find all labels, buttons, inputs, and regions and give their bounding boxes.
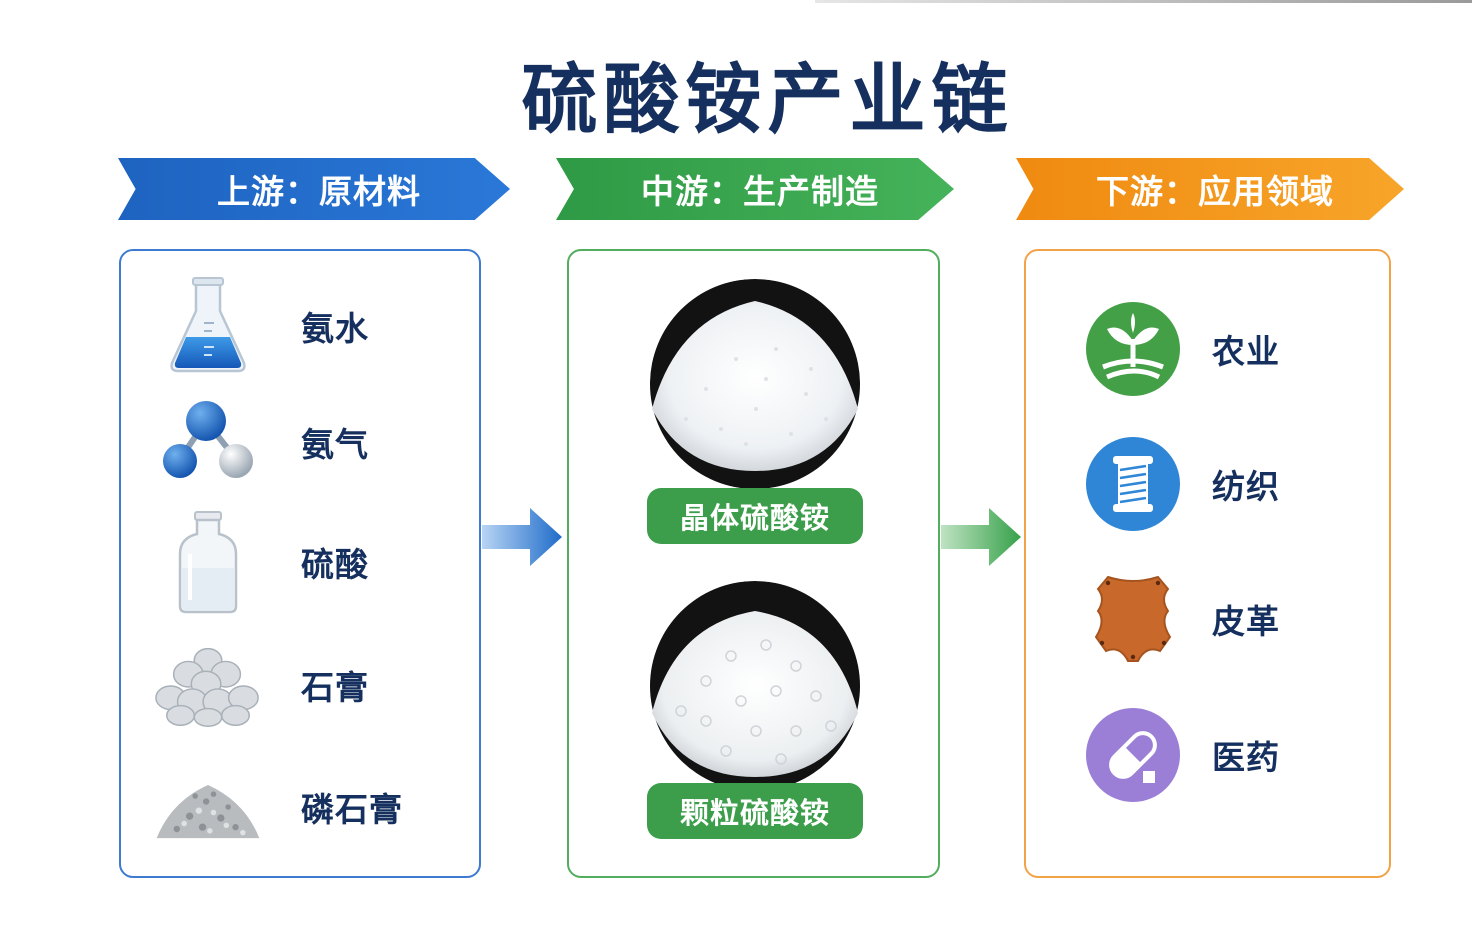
flow-arrow-midstream-to-downstream (941, 508, 1021, 566)
upstream-panel: 氨水 氨气 (119, 249, 481, 878)
upstream-item-label: 氨气 (301, 425, 369, 464)
molecule-icon (153, 392, 263, 492)
banner-upstream: 上游：原材料 (118, 158, 510, 220)
bottle-icon (153, 511, 263, 614)
leather-hide-icon (1078, 569, 1188, 669)
banner-upstream-label: 上游：原材料 (217, 172, 421, 211)
banner-downstream-label: 下游：应用领域 (1096, 172, 1334, 211)
upstream-item-ammonia-water: 氨水 (153, 276, 369, 376)
phosphogypsum-pile-icon (153, 757, 263, 857)
downstream-item-label: 纺织 (1212, 467, 1280, 506)
sprout-icon (1078, 299, 1188, 399)
upstream-item-label: 石膏 (301, 668, 369, 707)
upstream-item-phosphogypsum: 磷石膏 (153, 757, 403, 857)
granule-pile-image (646, 581, 864, 791)
downstream-item-textile: 纺织 (1078, 434, 1280, 534)
upstream-item-ammonia-gas: 氨气 (153, 392, 369, 492)
downstream-item-label: 医药 (1212, 738, 1280, 777)
upstream-item-gypsum: 石膏 (153, 635, 369, 735)
midstream-panel: 晶体硫酸铵 颗粒硫酸铵 (567, 249, 940, 878)
capsule-icon (1078, 705, 1188, 805)
flow-arrow-upstream-to-midstream (482, 508, 562, 566)
downstream-item-pharma: 医药 (1078, 705, 1280, 805)
thread-spool-icon (1078, 434, 1188, 534)
upstream-item-label: 硫酸 (301, 545, 369, 584)
upstream-item-label: 磷石膏 (301, 790, 403, 829)
banner-midstream: 中游：生产制造 (556, 158, 954, 220)
downstream-item-label: 农业 (1212, 332, 1280, 371)
banner-downstream: 下游：应用领域 (1016, 158, 1404, 220)
downstream-item-leather: 皮革 (1078, 569, 1280, 669)
product-tag-crystal: 晶体硫酸铵 (647, 488, 863, 544)
product-tag-granule: 颗粒硫酸铵 (647, 783, 863, 839)
banner-midstream-label: 中游：生产制造 (641, 172, 879, 211)
upstream-item-label: 氨水 (301, 309, 369, 348)
crystal-pile-image (646, 279, 864, 489)
flask-icon (153, 276, 263, 376)
downstream-panel: 农业 纺织 皮 (1024, 249, 1391, 878)
upstream-item-sulfuric-acid: 硫酸 (153, 511, 369, 614)
page-title: 硫酸铵产业链 (521, 55, 1014, 144)
downstream-item-agriculture: 农业 (1078, 299, 1280, 399)
gypsum-rocks-icon (153, 635, 263, 735)
downstream-item-label: 皮革 (1212, 602, 1280, 641)
top-divider-line (815, 0, 1472, 3)
